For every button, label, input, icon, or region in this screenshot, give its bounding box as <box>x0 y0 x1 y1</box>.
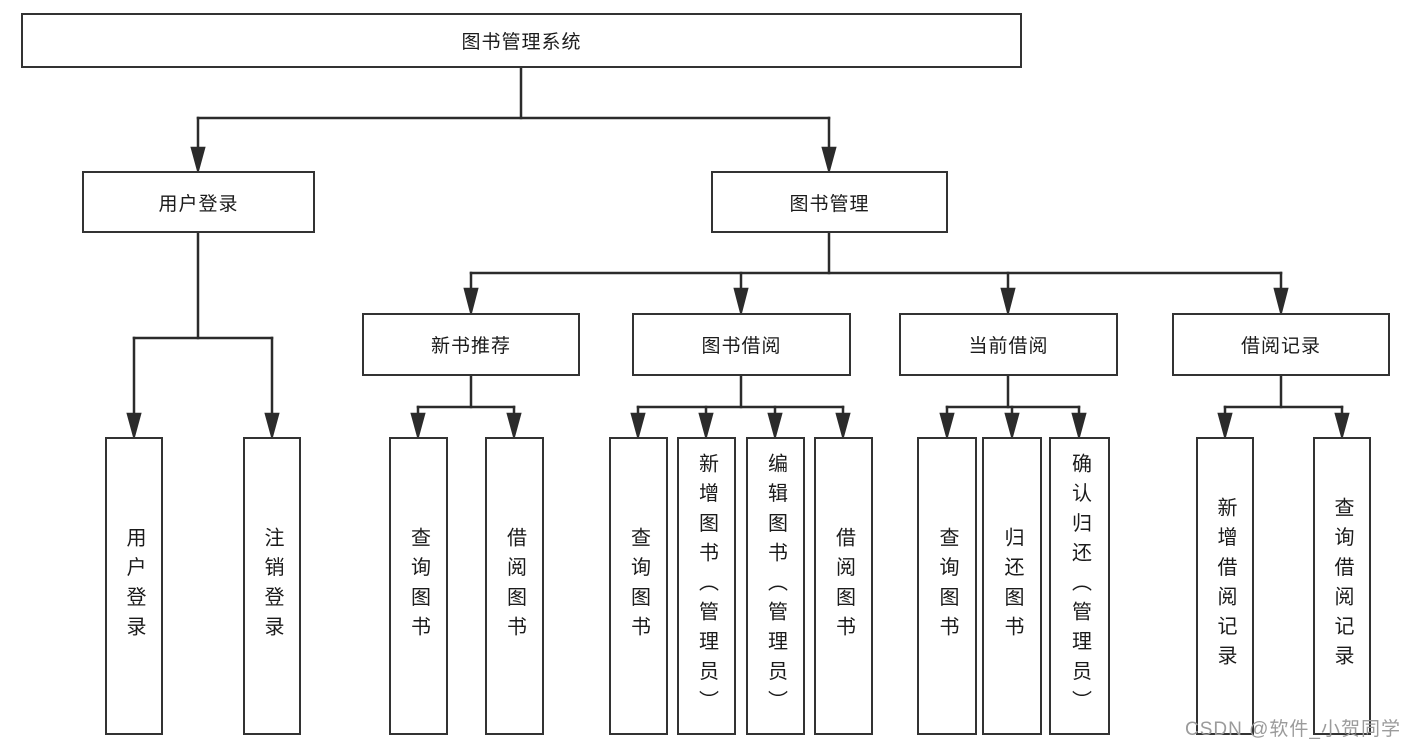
csdn-watermark: CSDN @软件_小贺同学 <box>1185 719 1401 740</box>
leaf-edit-book-admin: 编辑图书（管理员） <box>746 437 805 735</box>
leaf-query-books-current: 查询图书 <box>917 437 977 735</box>
leaf-user-login: 用户登录 <box>105 437 163 735</box>
node-borrow-records: 借阅记录 <box>1172 313 1390 376</box>
node-current-borrow: 当前借阅 <box>899 313 1118 376</box>
node-user-login: 用户登录 <box>82 171 315 233</box>
arrowhead-current-borrow <box>1000 287 1016 317</box>
leaf-add-book-admin-label: 新增图书（管理员） <box>695 452 718 720</box>
leaf-add-book-admin: 新增图书（管理员） <box>677 437 736 735</box>
connector-root-to-level1 <box>190 66 837 175</box>
connector-new-book-recommend-children <box>410 374 522 441</box>
leaf-logout-label: 注销登录 <box>261 526 283 646</box>
leaf-add-borrow-record: 新增借阅记录 <box>1196 437 1254 735</box>
leaf-borrow-books-borrow-label: 借阅图书 <box>832 526 855 646</box>
leaf-query-books-current-label: 查询图书 <box>936 526 958 646</box>
leaf-return-books: 归还图书 <box>982 437 1042 735</box>
node-book-management: 图书管理 <box>711 171 948 233</box>
node-new-book-recommend-label: 新书推荐 <box>430 336 511 357</box>
leaf-query-borrow-record: 查询借阅记录 <box>1313 437 1371 735</box>
connector-current-borrow-children <box>939 374 1087 441</box>
leaf-query-borrow-record-label: 查询借阅记录 <box>1331 497 1353 675</box>
leaf-query-books-recommend-label: 查询图书 <box>407 526 430 646</box>
arrowhead-book-management <box>821 146 837 175</box>
arrowhead-leaf-logout <box>264 412 280 441</box>
leaf-add-borrow-record-label: 新增借阅记录 <box>1214 497 1236 675</box>
leaf-query-books-recommend: 查询图书 <box>389 437 448 735</box>
node-book-borrow: 图书借阅 <box>632 313 851 376</box>
leaf-borrow-books-recommend: 借阅图书 <box>485 437 544 735</box>
node-borrow-records-label: 借阅记录 <box>1240 336 1321 357</box>
leaf-confirm-return-admin-label: 确认归还（管理员） <box>1068 452 1091 720</box>
leaf-edit-book-admin-label: 编辑图书（管理员） <box>764 452 787 720</box>
connector-borrow-records-children <box>1217 374 1350 441</box>
arrowhead-new-book-recommend <box>463 287 479 317</box>
arrowhead-borrow-records <box>1273 287 1289 317</box>
leaf-borrow-books-borrow: 借阅图书 <box>814 437 873 735</box>
node-user-login-label: 用户登录 <box>158 193 239 215</box>
node-book-borrow-label: 图书借阅 <box>701 336 782 357</box>
node-book-management-system-label: 图书管理系统 <box>461 32 582 53</box>
leaf-confirm-return-admin: 确认归还（管理员） <box>1049 437 1110 735</box>
leaf-return-books-label: 归还图书 <box>1001 526 1023 646</box>
node-book-management-system: 图书管理系统 <box>21 13 1022 68</box>
connector-book-management-children <box>463 231 1289 317</box>
leaf-query-books-borrow: 查询图书 <box>609 437 668 735</box>
arrowhead-book-borrow <box>733 287 749 317</box>
leaf-logout: 注销登录 <box>243 437 301 735</box>
node-book-management-label: 图书管理 <box>789 193 870 215</box>
arrowhead-user-login <box>190 146 206 175</box>
leaf-query-books-borrow-label: 查询图书 <box>627 526 650 646</box>
arrowhead-leaf-user-login <box>126 412 142 441</box>
node-new-book-recommend: 新书推荐 <box>362 313 580 376</box>
node-current-borrow-label: 当前借阅 <box>968 336 1049 357</box>
connector-book-borrow-children <box>630 374 851 441</box>
leaf-borrow-books-recommend-label: 借阅图书 <box>503 526 526 646</box>
leaf-user-login-label: 用户登录 <box>123 526 145 646</box>
connector-user-login-children <box>126 231 280 441</box>
